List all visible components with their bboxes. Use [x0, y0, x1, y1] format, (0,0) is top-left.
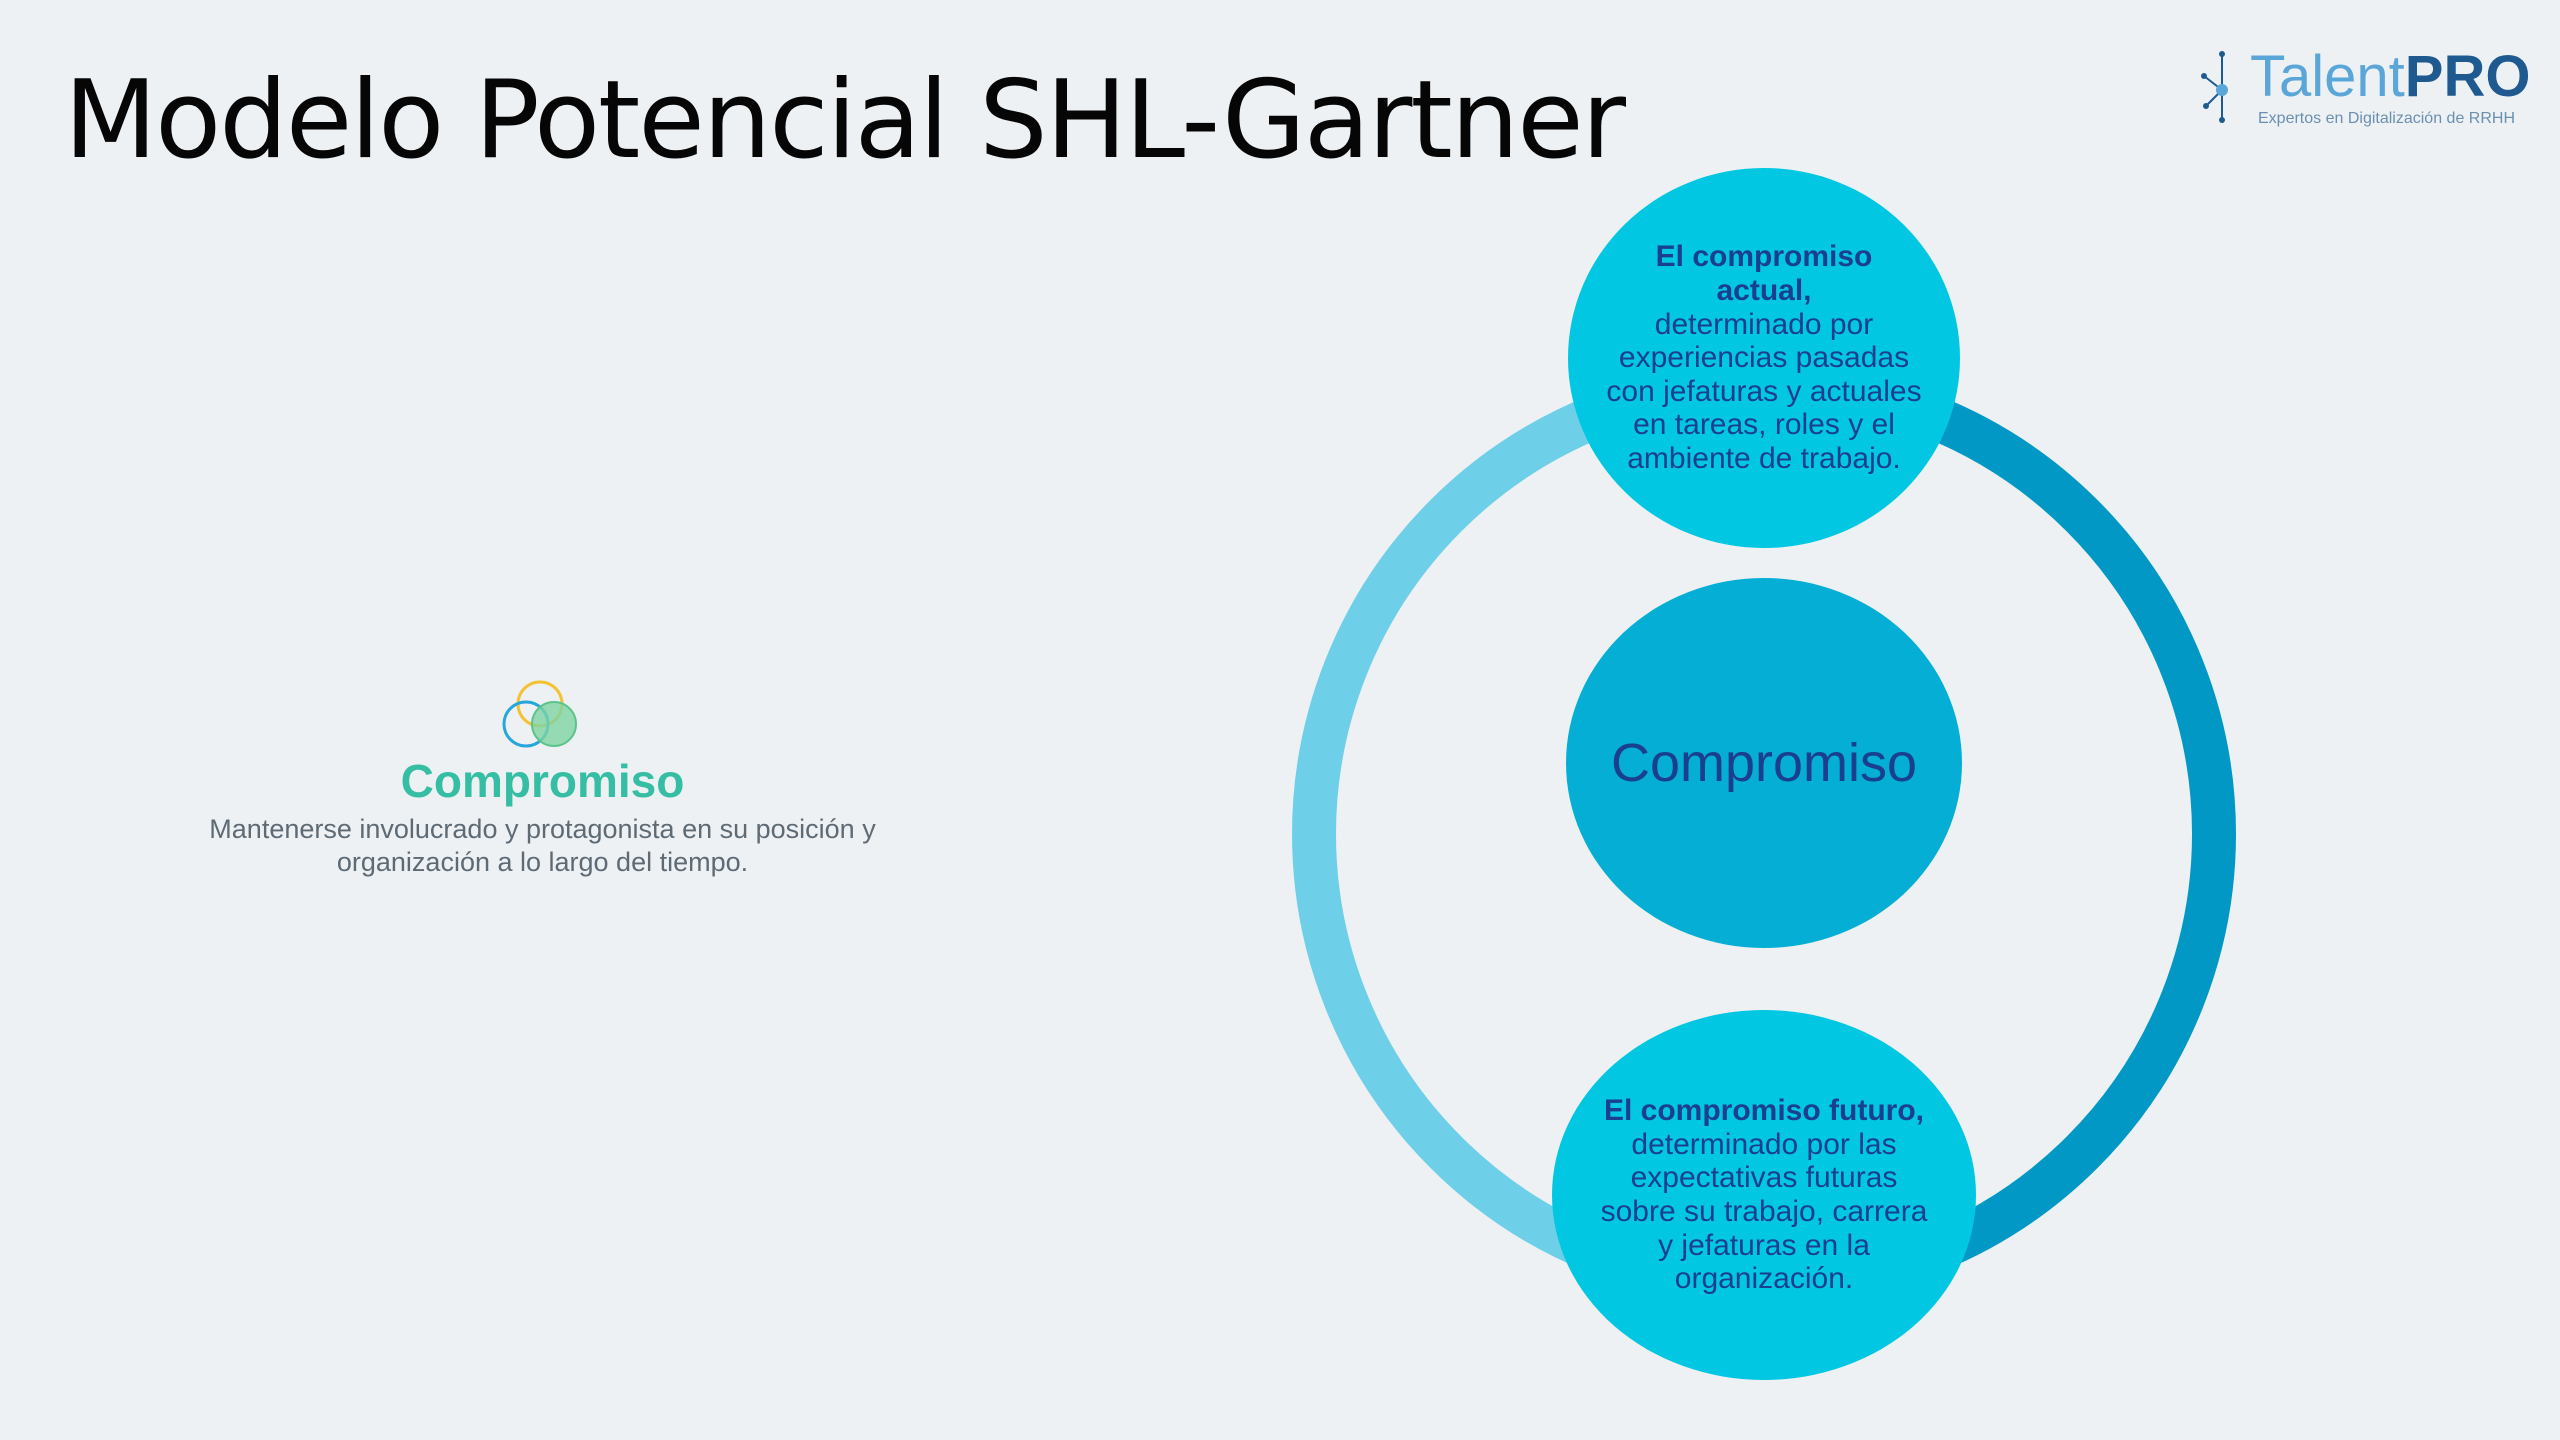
current-commitment-bubble: El compromiso actual, determinado por ex…	[1568, 168, 1960, 548]
logo-tagline: Expertos en Digitalización de RRHH	[2258, 110, 2515, 127]
future-commitment-title: El compromiso futuro,	[1603, 1094, 1924, 1128]
center-label: Compromiso	[1610, 733, 1918, 793]
section-description: Mantenerse involucrado y protagonista en…	[209, 813, 876, 878]
ring-arc-right	[1763, 362, 2236, 1306]
compromiso-diagram: El compromiso actual, determinado por ex…	[1270, 160, 2250, 1390]
compromiso-summary: Compromiso Mantenerse involucrado y prot…	[170, 680, 915, 880]
page-title: Modelo Potencial SHL-Gartner	[64, 58, 1626, 183]
venn-circles-icon	[502, 680, 577, 748]
talentpro-logo: TalentPRO Expertos en Digitalización de …	[2200, 44, 2530, 134]
logo-pro: PRO	[2404, 44, 2531, 109]
current-commitment-text: determinado por experiencias pasadas con…	[1606, 307, 1922, 475]
network-nodes-icon	[2201, 51, 2228, 123]
current-commitment-title: El compromiso actual,	[1655, 240, 1873, 308]
ring-arc-left	[1292, 362, 1765, 1306]
logo-talent: Talent	[2250, 44, 2405, 109]
cycle-ring	[1292, 362, 2236, 1306]
logo-wordmark: TalentPRO	[2250, 48, 2530, 106]
future-commitment-bubble: El compromiso futuro, determinado por la…	[1552, 1010, 1976, 1380]
future-commitment-text: determinado por las expectativas futuras…	[1600, 1127, 1928, 1296]
section-heading: Compromiso	[400, 755, 685, 807]
center-bubble: Compromiso	[1566, 578, 1962, 948]
